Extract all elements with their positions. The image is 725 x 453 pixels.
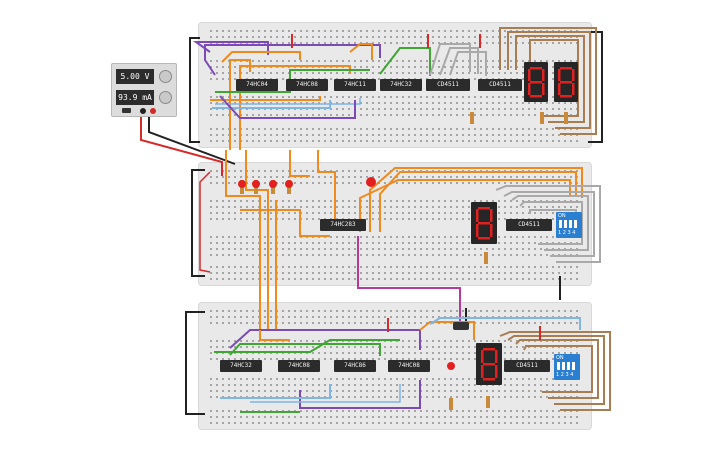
rail-wire-red-mid xyxy=(199,171,211,273)
wire-brown-top-3 xyxy=(515,35,585,123)
seven-segment-display-top-1[interactable] xyxy=(524,62,548,102)
wire-blue-1 xyxy=(212,100,331,109)
chip-cd4511-bottom[interactable]: CD4511 xyxy=(504,360,550,372)
wire-brown-bot-2 xyxy=(507,335,605,405)
wire-orange-5 xyxy=(349,43,373,60)
dip-switch-middle[interactable]: ON 1 2 3 4 xyxy=(556,212,582,238)
wire-orange-mid-2 xyxy=(369,167,583,232)
rail-wire-black-mid xyxy=(191,169,205,277)
wire-orange-mid-4 xyxy=(240,209,330,237)
wire-purple-3 xyxy=(219,95,356,119)
wire-orange-interboard-1 xyxy=(225,150,261,330)
wire-orange-interboard-2 xyxy=(245,150,269,330)
seven-segment-display-bottom[interactable] xyxy=(476,343,502,385)
positive-terminal[interactable] xyxy=(150,108,156,114)
wire-brown-bot-4 xyxy=(523,345,593,393)
chip-74hc86-bottom[interactable]: 74HC86 xyxy=(334,360,376,372)
voltage-readout: 5.00 V xyxy=(116,69,154,84)
top-lower-holes xyxy=(208,234,582,258)
wire-green-2 xyxy=(379,47,431,76)
wire-gray-mid-1 xyxy=(495,185,601,263)
wire-orange-interboard-3 xyxy=(289,150,310,177)
bottom-rail-holes xyxy=(208,408,582,426)
power-switch[interactable] xyxy=(122,108,131,113)
wire-blue-bot-3 xyxy=(429,317,581,330)
chip-74hc08-bottom-2[interactable]: 74HC08 xyxy=(388,360,430,372)
chip-74hc283[interactable]: 74HC283 xyxy=(320,219,366,231)
wire-purple-2 xyxy=(204,44,381,76)
wire-orange-4 xyxy=(210,96,321,101)
chip-74hc08[interactable]: 74HC08 xyxy=(286,79,328,91)
wire-blue-bot-2 xyxy=(250,384,401,403)
leds xyxy=(238,177,455,370)
wire-gray-mid-4 xyxy=(519,201,583,245)
dip-numbers: 1 2 3 4 xyxy=(556,372,574,378)
wire-green-bot-2 xyxy=(214,339,400,353)
wire-gray-top-1 xyxy=(429,43,471,76)
power-wire-black xyxy=(148,115,236,165)
wire-purple-bot-2 xyxy=(299,380,421,409)
wire-orange-bot-1 xyxy=(259,330,290,341)
wire-orange-1 xyxy=(221,51,301,63)
chip-74hc32[interactable]: 74HC32 xyxy=(380,79,422,91)
digit-segments xyxy=(476,207,493,240)
current-knob[interactable] xyxy=(159,91,172,104)
wire-gray-mid-3 xyxy=(511,195,589,251)
rail-wire-black-bot xyxy=(185,311,205,415)
wire-orange-bot-2 xyxy=(419,321,475,340)
wire-orange-mid-1 xyxy=(379,171,577,232)
chip-cd4511-top-2[interactable]: CD4511 xyxy=(478,79,522,91)
negative-terminal[interactable] xyxy=(140,108,146,114)
wire-brown-top-2 xyxy=(507,31,591,129)
top-upper-holes xyxy=(208,58,582,82)
voltage-knob[interactable] xyxy=(159,70,172,83)
wire-green-bot-1 xyxy=(229,343,381,356)
dip-on-label: ON xyxy=(558,213,566,219)
bottom-rail-holes xyxy=(208,126,582,144)
digit-segments xyxy=(528,67,545,98)
chip-74hc11[interactable]: 74HC11 xyxy=(334,79,376,91)
wire-gray-top-2 xyxy=(439,47,479,76)
bottom-rail-holes xyxy=(208,264,582,282)
current-readout: 93.9 mA xyxy=(116,90,154,105)
top-upper-holes xyxy=(208,338,582,362)
dip-levers xyxy=(557,362,577,370)
top-lower-holes xyxy=(208,94,582,118)
wire-brown-top-1 xyxy=(499,27,597,135)
seven-segment-display-top-2[interactable] xyxy=(554,62,578,102)
chip-74hc08-bottom-1[interactable]: 74HC08 xyxy=(278,360,320,372)
wire-purple-1 xyxy=(192,41,269,55)
wire-brown-bot-3 xyxy=(515,339,599,399)
top-rail-holes xyxy=(208,308,582,326)
rail-wire-black-top xyxy=(189,37,200,143)
wire-brown-bot-1 xyxy=(499,331,611,411)
dip-numbers: 1 2 3 4 xyxy=(558,230,576,236)
dip-levers xyxy=(559,220,579,228)
dip-on-label: ON xyxy=(556,355,564,361)
seven-segment-display-middle[interactable] xyxy=(471,202,497,244)
push-button[interactable] xyxy=(453,322,469,330)
wire-gray-mid-2 xyxy=(503,191,595,257)
chip-cd4511-middle[interactable]: CD4511 xyxy=(506,219,552,231)
wire-blue-bot-1 xyxy=(220,384,331,399)
digit-segments xyxy=(558,67,575,98)
digit-segments xyxy=(481,348,498,381)
top-rail-holes xyxy=(208,28,582,46)
power-wire-red xyxy=(140,115,223,176)
wire-blue-2 xyxy=(215,98,361,105)
top-lower-holes xyxy=(208,376,582,400)
dip-switch-bottom[interactable]: ON 1 2 3 4 xyxy=(554,354,580,380)
wire-purple-bot-1 xyxy=(229,329,421,350)
wire-orange-interboard-4 xyxy=(317,150,336,220)
chip-74hc04[interactable]: 74HC04 xyxy=(236,79,278,91)
wire-gray-top-3 xyxy=(449,51,487,76)
chip-74hc32-bottom[interactable]: 74HC32 xyxy=(220,360,262,372)
chip-cd4511-top-1[interactable]: CD4511 xyxy=(426,79,470,91)
power-supply[interactable]: 5.00 V 93.9 mA xyxy=(111,63,177,117)
wire-magenta xyxy=(357,236,461,322)
